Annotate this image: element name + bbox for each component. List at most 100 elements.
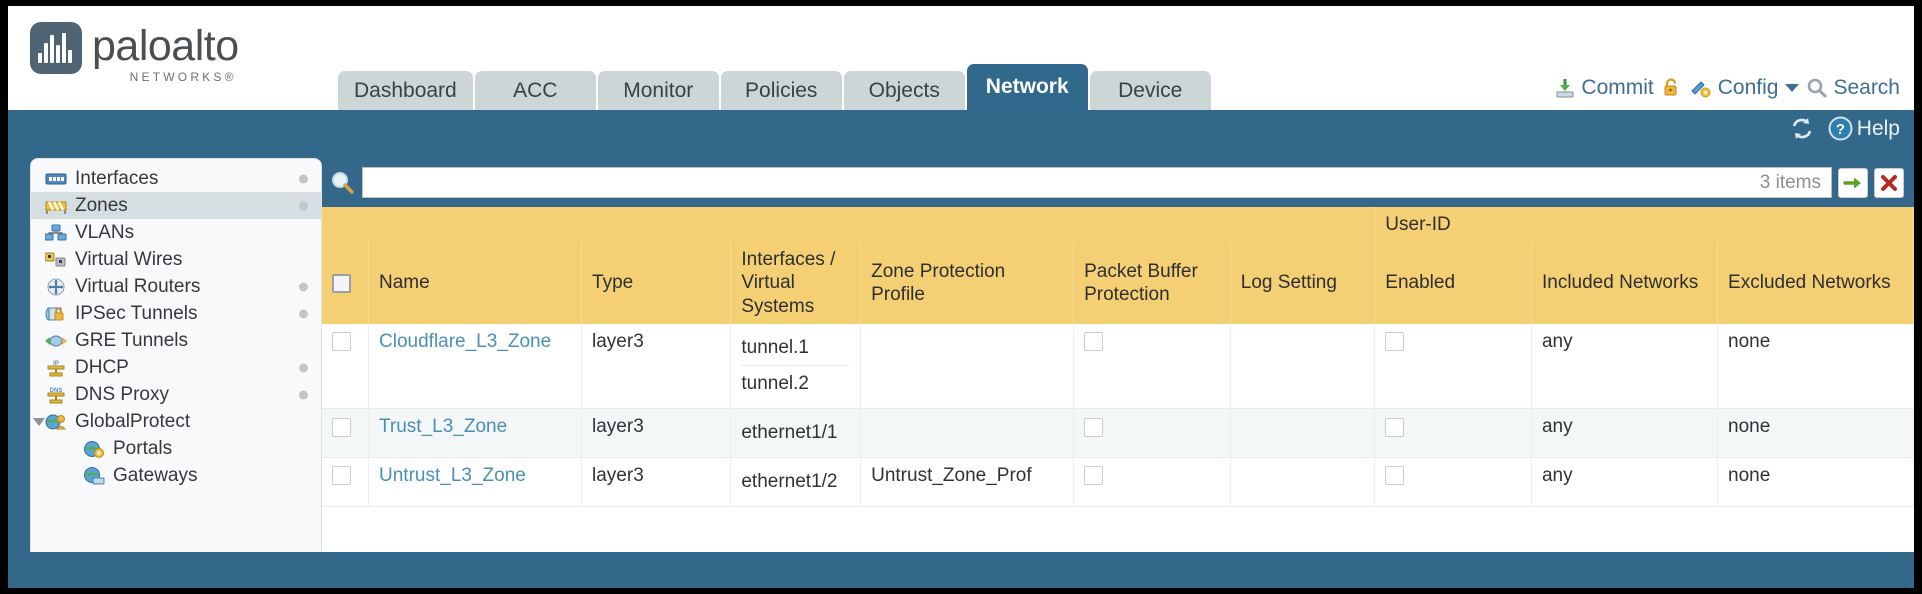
portals-icon bbox=[84, 440, 104, 458]
commit-icon bbox=[1556, 79, 1574, 98]
gateways-icon-wrap bbox=[83, 466, 105, 485]
config-button[interactable]: Config bbox=[1689, 76, 1800, 100]
packet-buffer-protection-checkbox[interactable] bbox=[1084, 332, 1104, 352]
zone-type-cell: layer3 bbox=[581, 457, 732, 507]
sidebar-item-gateways[interactable]: Gateways bbox=[31, 462, 321, 489]
column-header-packet-buffer-protection[interactable]: Packet Buffer Protection bbox=[1073, 242, 1231, 324]
column-header-enabled[interactable]: Enabled bbox=[1374, 242, 1532, 324]
sidebar-item-interfaces[interactable]: Interfaces bbox=[31, 165, 321, 192]
sidebar-item-label: Portals bbox=[113, 437, 173, 459]
sidebar-item-label: Interfaces bbox=[75, 167, 159, 189]
commit-button[interactable]: Commit bbox=[1554, 76, 1654, 100]
sidebar-item-ipsec-tunnels[interactable]: IPSec Tunnels bbox=[31, 300, 321, 327]
log-setting-cell bbox=[1230, 408, 1376, 458]
apply-filter-button[interactable] bbox=[1838, 167, 1868, 198]
sidebar-item-portals[interactable]: Portals bbox=[31, 435, 321, 462]
row-select-cell bbox=[322, 323, 370, 410]
zone-name-cell: Untrust_L3_Zone bbox=[368, 457, 583, 507]
clear-filter-button[interactable] bbox=[1874, 167, 1904, 198]
sidebar-item-gre-tunnels[interactable]: GRE Tunnels bbox=[31, 327, 321, 354]
sidebar-item-label: DNS Proxy bbox=[75, 383, 169, 405]
user-id-enabled-checkbox[interactable] bbox=[1385, 332, 1405, 352]
red-x-icon bbox=[1881, 174, 1897, 191]
refresh-icon[interactable] bbox=[1789, 116, 1816, 141]
sidebar-item-dhcp[interactable]: IP DHCP bbox=[31, 354, 321, 381]
sidebar-item-label: Zones bbox=[75, 194, 128, 216]
globalprotect-icon-wrap bbox=[45, 413, 67, 431]
tab-policies[interactable]: Policies bbox=[720, 71, 842, 110]
column-header-excluded-networks[interactable]: Excluded Networks bbox=[1717, 242, 1914, 324]
tab-acc[interactable]: ACC bbox=[474, 71, 596, 110]
help-label: Help bbox=[1856, 116, 1900, 140]
column-header-included-networks[interactable]: Included Networks bbox=[1531, 242, 1719, 324]
tab-objects[interactable]: Objects bbox=[843, 71, 965, 110]
gre-tunnels-icon-wrap bbox=[45, 332, 67, 350]
interface-entry: tunnel.2 bbox=[741, 365, 851, 402]
commit-label: Commit bbox=[1581, 76, 1654, 99]
zones-icon bbox=[45, 200, 67, 214]
tab-device[interactable]: Device bbox=[1089, 71, 1211, 110]
help-button[interactable]: ? Help bbox=[1828, 116, 1900, 141]
tab-network[interactable]: Network bbox=[966, 64, 1088, 110]
item-count: 3 items bbox=[1759, 171, 1821, 193]
group-header-spacer bbox=[322, 207, 1376, 243]
select-all-checkbox[interactable] bbox=[332, 273, 351, 293]
search-icon[interactable] bbox=[330, 170, 356, 196]
row-select-checkbox[interactable] bbox=[332, 332, 351, 352]
chevron-down-icon[interactable] bbox=[1785, 84, 1800, 92]
zone-name-link[interactable]: Trust_L3_Zone bbox=[379, 416, 508, 438]
sidebar-item-zones[interactable]: Zones bbox=[31, 192, 321, 219]
lock-button[interactable] bbox=[1661, 77, 1682, 99]
column-header-zone-protection-profile[interactable]: Zone Protection Profile bbox=[860, 242, 1075, 324]
dhcp-icon-wrap: IP bbox=[45, 359, 67, 377]
column-header-type[interactable]: Type bbox=[581, 242, 732, 324]
config-icon bbox=[1691, 81, 1711, 98]
content-panel: 3 items bbox=[322, 158, 1914, 552]
interface-entry: tunnel.1 bbox=[741, 336, 809, 358]
interfaces-cell: tunnel.1 tunnel.2 bbox=[730, 323, 862, 410]
dhcp-icon: IP bbox=[47, 361, 65, 376]
group-header-row: User-ID bbox=[322, 207, 1914, 243]
packet-buffer-protection-checkbox[interactable] bbox=[1084, 417, 1104, 437]
filter-input[interactable]: 3 items bbox=[362, 167, 1832, 198]
zone-name-link[interactable]: Cloudflare_L3_Zone bbox=[379, 330, 552, 352]
column-header-name[interactable]: Name bbox=[368, 242, 583, 324]
sidebar-item-status-dot bbox=[299, 363, 308, 372]
svg-text:IP: IP bbox=[53, 361, 59, 367]
row-select-checkbox[interactable] bbox=[332, 466, 351, 486]
gre-tunnels-icon bbox=[45, 335, 67, 346]
user-id-enabled-checkbox[interactable] bbox=[1385, 466, 1405, 486]
interfaces-cell: ethernet1/1 bbox=[730, 408, 862, 458]
tab-monitor[interactable]: Monitor bbox=[597, 71, 719, 110]
packet-buffer-protection-checkbox[interactable] bbox=[1084, 466, 1104, 486]
sidebar-item-virtual-wires[interactable]: Virtual Wires bbox=[31, 246, 321, 273]
sidebar-item-globalprotect[interactable]: GlobalProtect bbox=[31, 408, 321, 435]
sidebar-item-virtual-routers[interactable]: Virtual Routers bbox=[31, 273, 321, 300]
svg-text:?: ? bbox=[1836, 121, 1845, 138]
interfaces-icon-wrap bbox=[45, 170, 67, 188]
column-header-interfaces-virtual-systems[interactable]: Interfaces / Virtual Systems bbox=[730, 242, 862, 324]
brand-logo: paloalto NETWORKS® bbox=[30, 22, 239, 84]
sidebar-item-status-dot bbox=[299, 282, 308, 291]
top-actions: Commit Config bbox=[1554, 76, 1900, 100]
search-button[interactable]: Search bbox=[1806, 76, 1900, 100]
tab-dashboard[interactable]: Dashboard bbox=[338, 71, 473, 110]
zone-type-cell: layer3 bbox=[581, 408, 732, 458]
user-id-enabled-checkbox[interactable] bbox=[1385, 417, 1405, 437]
row-select-checkbox[interactable] bbox=[332, 417, 351, 437]
sidebar-item-vlans[interactable]: VLANs bbox=[31, 219, 321, 246]
gateways-icon bbox=[84, 466, 105, 484]
zone-name-link[interactable]: Untrust_L3_Zone bbox=[379, 464, 526, 486]
sidebar-item-label: DHCP bbox=[75, 356, 129, 378]
excluded-networks-cell: none bbox=[1717, 408, 1914, 458]
expand-collapse-icon[interactable] bbox=[33, 417, 45, 426]
portals-icon-wrap bbox=[83, 440, 105, 458]
column-header-log-setting[interactable]: Log Setting bbox=[1230, 242, 1376, 324]
